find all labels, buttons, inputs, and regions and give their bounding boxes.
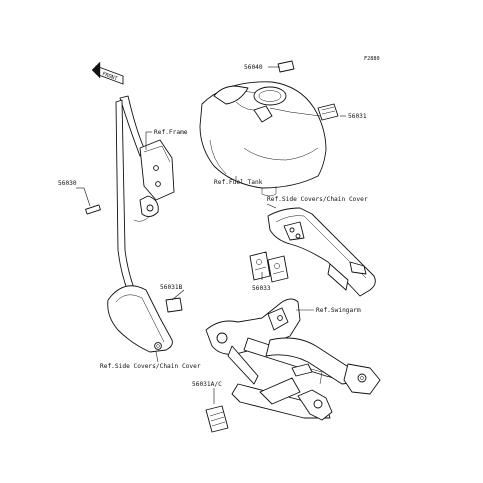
label-ref-fuel-tank: Ref.Fuel Tank <box>214 179 263 186</box>
label-56031: 56031 <box>348 113 367 120</box>
label-56033: 56033 <box>252 285 271 292</box>
label-ref-swingarm: Ref.Swingarm <box>316 307 361 314</box>
label-56033-part <box>249 251 289 283</box>
label-ref-side-covers-top: Ref.Side Covers/Chain Cover <box>267 196 368 203</box>
figure-code: F2880 <box>364 56 380 62</box>
front-marker-text: FRONT <box>101 71 118 82</box>
label-56031b-part <box>165 297 183 313</box>
label-56031ac-part <box>205 405 229 433</box>
label-56040: 56040 <box>244 64 263 71</box>
label-ref-frame: Ref.Frame <box>154 129 188 136</box>
swingarm-part <box>205 298 381 421</box>
upper-side-cover-part <box>267 207 376 297</box>
front-arrow-icon: FRONT <box>91 61 124 85</box>
label-56030-part <box>85 204 101 215</box>
label-56040-part <box>277 60 295 73</box>
leader-lines <box>76 66 346 404</box>
lower-side-cover-part <box>107 285 173 353</box>
label-ref-side-covers-bottom: Ref.Side Covers/Chain Cover <box>100 363 201 370</box>
label-56031b: 56031B <box>160 284 183 291</box>
fuel-tank-part <box>199 81 327 197</box>
label-56030: 56030 <box>58 180 77 187</box>
label-56031ac: 56031A/C <box>192 381 222 388</box>
label-56031-part <box>317 103 339 121</box>
